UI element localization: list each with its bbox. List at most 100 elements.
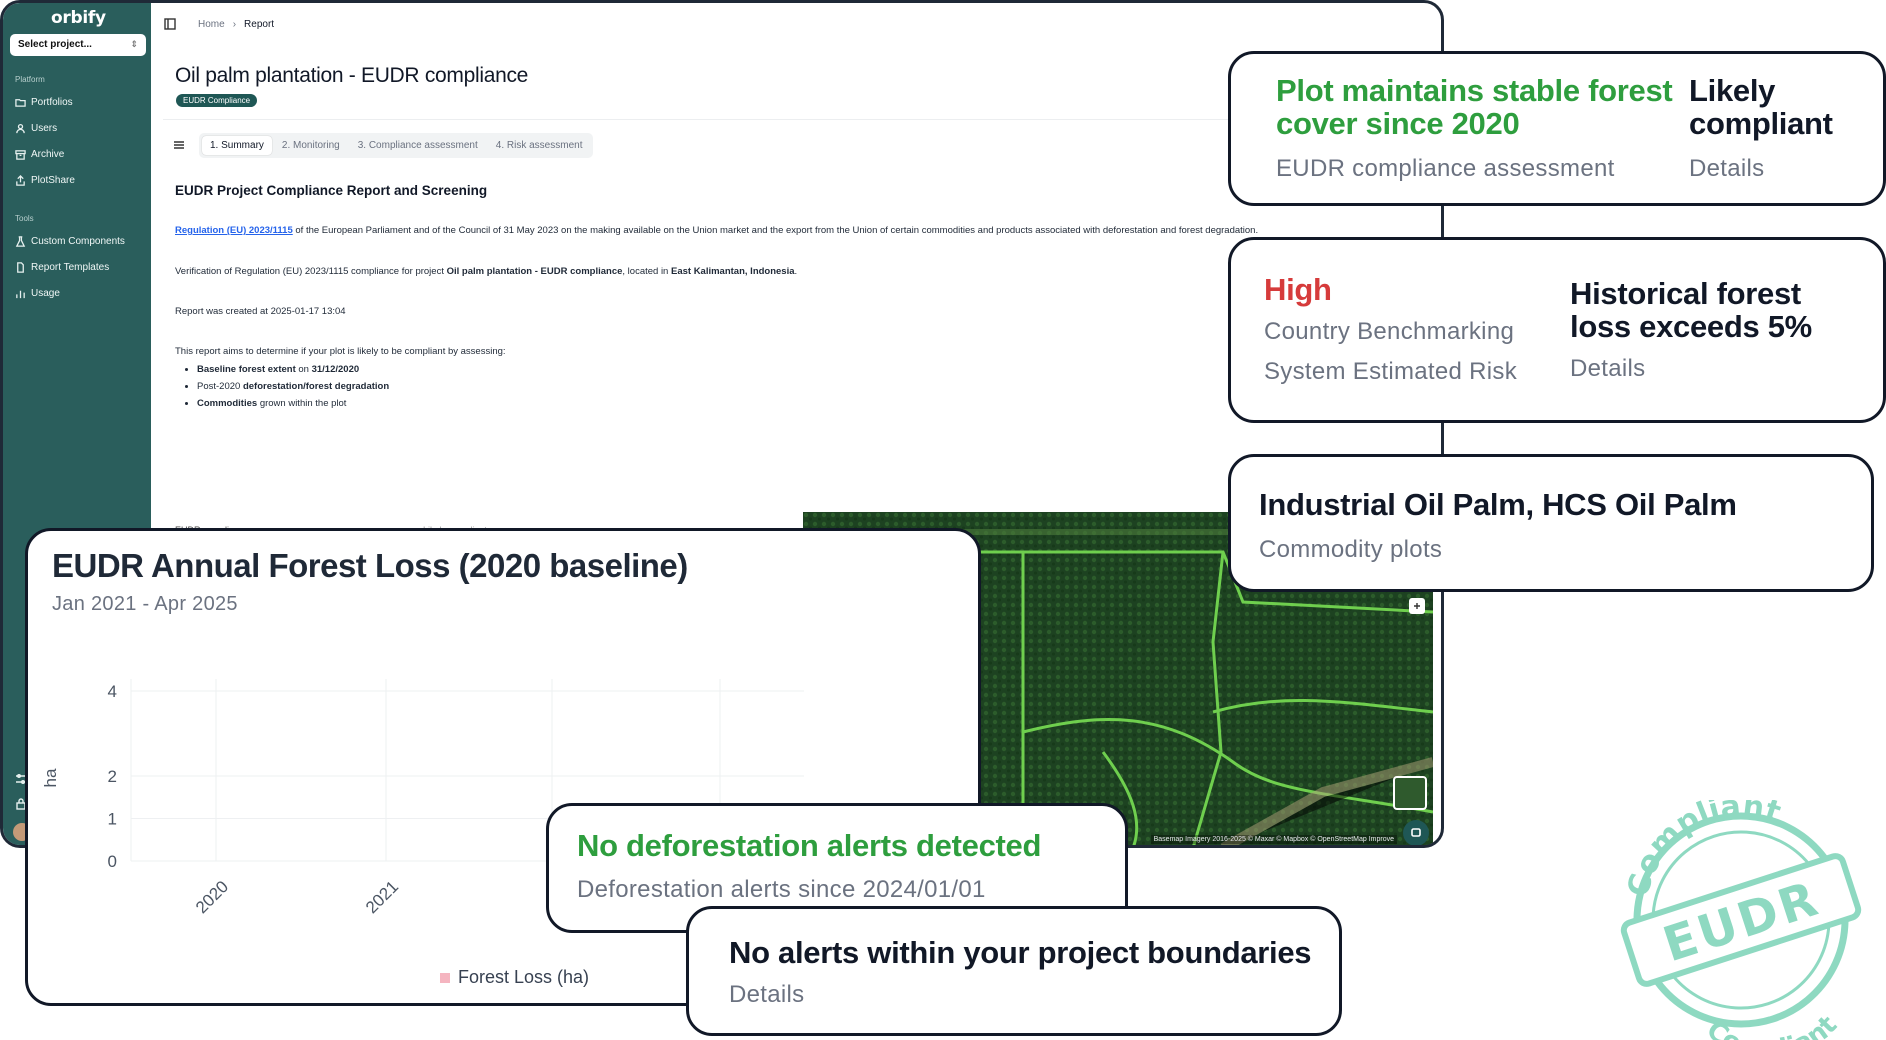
user-icon xyxy=(16,123,25,133)
regulation-paragraph: Regulation (EU) 2023/1115 of the Europea… xyxy=(175,225,1258,236)
report-heading: EUDR Project Compliance Report and Scree… xyxy=(175,183,488,198)
compliance-status: Likely compliant xyxy=(1689,73,1833,141)
compliance-label: EUDR compliance assessment xyxy=(1276,155,1615,182)
x-tick-label: 2021 xyxy=(362,877,402,917)
verification-paragraph: Verification of Regulation (EU) 2023/111… xyxy=(175,266,797,277)
tab-risk-assessment[interactable]: 4. Risk assessment xyxy=(495,139,583,151)
breadcrumb: Home › Report xyxy=(198,19,274,30)
compliance-headline: Plot maintains stable forest cover since… xyxy=(1276,73,1673,141)
document-icon xyxy=(17,261,24,273)
flask-icon xyxy=(15,235,26,247)
map-credit: Basemap Imagery 2016-2025 © Maxar © Mapb… xyxy=(1150,835,1397,844)
list-item: Commodities grown within the plot xyxy=(197,398,389,409)
sidebar-item-custom-components[interactable]: Custom Components xyxy=(15,234,125,248)
risk-label-benchmarking: Country Benchmarking xyxy=(1264,318,1515,345)
svg-text:Compliant: Compliant xyxy=(1701,1010,1844,1040)
tools-section-label: Tools xyxy=(15,214,34,223)
y-tick-label: 4 xyxy=(108,682,117,701)
chart-subtitle: Jan 2021 - Apr 2025 xyxy=(52,593,238,615)
tab-list: 1. Summary 2. Monitoring 3. Compliance a… xyxy=(199,132,594,158)
menu-icon[interactable] xyxy=(169,135,189,155)
status-badge: EUDR Compliance xyxy=(176,94,258,107)
risk-card: High Country Benchmarking System Estimat… xyxy=(1228,237,1886,423)
regulation-text: of the European Parliament and of the Co… xyxy=(292,225,1259,236)
sidebar-item-label: Archive xyxy=(31,148,65,160)
sidebar-item-label: PlotShare xyxy=(31,174,75,186)
orbify-logo: orbify xyxy=(51,8,106,28)
tab-compliance-assessment[interactable]: 3. Compliance assessment xyxy=(357,139,478,151)
sidebar-item-portfolios[interactable]: Portfolios xyxy=(15,95,73,109)
breadcrumb-current: Report xyxy=(244,19,275,30)
boundaries-card: No alerts within your project boundaries… xyxy=(686,906,1342,1036)
archive-icon xyxy=(15,149,26,160)
chevron-updown-icon: ⇕ xyxy=(130,39,138,49)
basemap-toggle[interactable] xyxy=(1393,776,1427,810)
risk-headline: Historical forest loss exceeds 5% xyxy=(1570,276,1812,344)
settings-sliders-icon[interactable] xyxy=(15,773,27,785)
bullet1-rest: on xyxy=(295,364,312,375)
chat-button[interactable] xyxy=(1403,820,1429,845)
compliance-card: Plot maintains stable forest cover since… xyxy=(1228,51,1886,206)
bullet2-bold: deforestation/forest degradation xyxy=(242,381,390,392)
verification-mid: , located in xyxy=(622,266,671,277)
compliance-details-link[interactable]: Details xyxy=(1689,155,1765,182)
sidebar-item-label: Usage xyxy=(31,287,60,299)
sidebar-item-label: Users xyxy=(31,122,58,134)
verification-end: . xyxy=(794,266,798,277)
x-tick-label: 2020 xyxy=(192,877,232,917)
regulation-link[interactable]: Regulation (EU) 2023/1115 xyxy=(175,225,293,236)
risk-level: High xyxy=(1264,272,1332,307)
y-tick-label: 2 xyxy=(108,767,117,786)
tab-summary[interactable]: 1. Summary xyxy=(202,135,272,155)
verification-prefix: Verification of Regulation (EU) 2023/111… xyxy=(175,266,447,277)
alerts-headline: No deforestation alerts detected xyxy=(577,828,1042,863)
stamp-bottom-text: Compliant xyxy=(1701,1010,1844,1040)
commodity-card: Industrial Oil Palm, HCS Oil Palm Commod… xyxy=(1228,454,1874,592)
map-zoom-control-icon[interactable] xyxy=(1409,598,1425,614)
breadcrumb-home[interactable]: Home xyxy=(198,19,225,30)
breadcrumb-separator-icon: › xyxy=(232,19,237,30)
list-item: Baseline forest extent on 31/12/2020 xyxy=(197,364,389,375)
legend-swatch xyxy=(440,972,450,983)
project-select[interactable]: Select project... ⇕ xyxy=(10,34,146,56)
project-select-label: Select project... xyxy=(18,39,92,50)
boundaries-headline: No alerts within your project boundaries xyxy=(729,935,1312,970)
boundaries-details-link[interactable]: Details xyxy=(729,981,805,1008)
sidebar-item-label: Report Templates xyxy=(31,261,110,273)
platform-section-label: Platform xyxy=(15,75,45,84)
bullet2-pre: Post-2020 xyxy=(197,381,243,392)
chat-icon xyxy=(1411,828,1421,837)
bullet1-bold: Baseline forest extent xyxy=(197,364,296,375)
legend-label: Forest Loss (ha) xyxy=(458,967,590,987)
bullet3-bold: Commodities xyxy=(197,398,258,409)
assessment-list: Baseline forest extent on 31/12/2020 Pos… xyxy=(197,364,389,415)
y-tick-label: 1 xyxy=(108,810,117,829)
y-tick-label: 0 xyxy=(108,852,117,871)
risk-details-link[interactable]: Details xyxy=(1570,355,1646,382)
verification-location: East Kalimantan, Indonesia xyxy=(670,266,795,277)
chart-title: EUDR Annual Forest Loss (2020 baseline) xyxy=(52,547,688,584)
report-aims: This report aims to determine if your pl… xyxy=(175,346,506,357)
bullet1-date: 31/12/2020 xyxy=(311,364,360,375)
sidebar-item-users[interactable]: Users xyxy=(15,121,57,135)
eudr-compliant-stamp-icon: Compliant Compliant EUDR xyxy=(1620,800,1862,1040)
tabs-bar: 1. Summary 2. Monitoring 3. Compliance a… xyxy=(163,131,594,159)
sidebar-item-archive[interactable]: Archive xyxy=(15,147,64,161)
bullet3-rest: grown within the plot xyxy=(257,398,347,409)
tab-monitoring[interactable]: 2. Monitoring xyxy=(281,139,340,151)
sidebar-item-report-templates[interactable]: Report Templates xyxy=(15,260,109,274)
risk-label-system: System Estimated Risk xyxy=(1264,358,1518,385)
sidebar-item-label: Portfolios xyxy=(31,96,73,108)
verification-project: Oil palm plantation - EUDR compliance xyxy=(446,266,623,277)
share-icon xyxy=(16,174,25,186)
sidebar-item-label: Custom Components xyxy=(31,235,125,247)
sidebar-item-usage[interactable]: Usage xyxy=(15,286,60,300)
folder-icon xyxy=(15,98,26,107)
chart-legend: Forest Loss (ha) xyxy=(440,967,589,988)
sidebar-toggle-icon[interactable] xyxy=(164,17,176,30)
commodity-label: Commodity plots xyxy=(1259,536,1443,563)
bar-chart-icon xyxy=(16,290,25,298)
report-created: Report was created at 2025-01-17 13:04 xyxy=(175,306,346,317)
commodity-headline: Industrial Oil Palm, HCS Oil Palm xyxy=(1259,487,1737,522)
sidebar-item-plotshare[interactable]: PlotShare xyxy=(15,173,75,187)
